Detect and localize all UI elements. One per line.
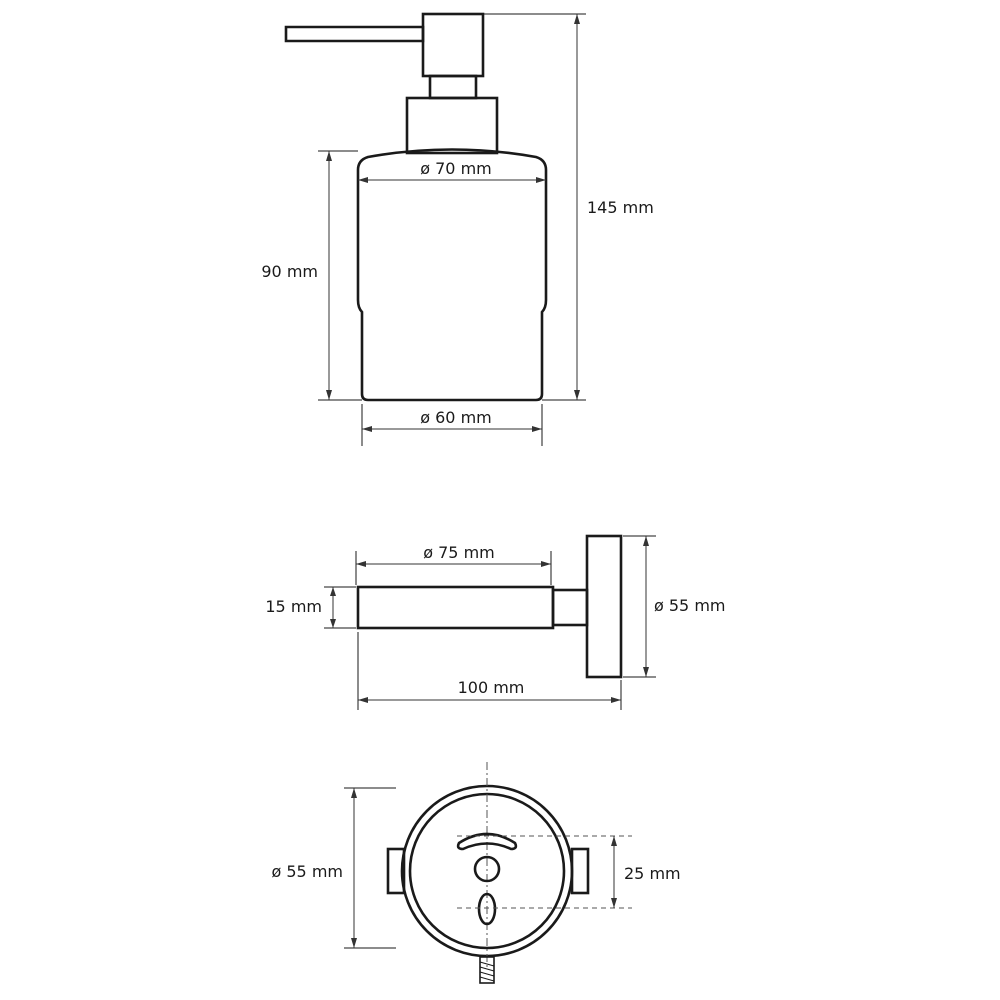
plate-set-screw: [479, 956, 495, 984]
pump-nozzle: [284, 25, 425, 43]
label-bottom-diameter: ø 60 mm: [420, 408, 492, 427]
label-base-diameter: ø 55 mm: [654, 596, 726, 615]
dim-base-diameter: ø 55 mm: [623, 535, 726, 678]
plate-center-hole: [473, 855, 501, 883]
dispenser-view: ø 70 mm 90 mm 145 mm ø 60 mm: [261, 12, 654, 446]
dim-hole-spacing: 25 mm: [611, 836, 681, 908]
glass-body: [356, 148, 548, 402]
pump-collar: [405, 96, 499, 155]
label-ring-diameter: ø 75 mm: [423, 543, 495, 562]
dim-ring-height: 15 mm: [265, 586, 356, 629]
holder-base: [585, 534, 623, 679]
holder-ring: [356, 585, 555, 630]
label-hole-spacing: 25 mm: [624, 864, 681, 883]
label-body-height: 90 mm: [261, 262, 318, 281]
dim-total-height: 145 mm: [483, 13, 654, 401]
pump-head: [421, 12, 485, 78]
label-ring-height: 15 mm: [265, 597, 322, 616]
plate-tab-left: [386, 847, 406, 895]
plate-top-slot: [456, 832, 518, 851]
label-plate-diameter: ø 55 mm: [272, 862, 344, 881]
dim-projection: 100 mm: [357, 632, 622, 710]
plate-bottom-slot: [477, 892, 497, 926]
label-top-diameter: ø 70 mm: [420, 159, 492, 178]
pump-stem: [428, 74, 478, 100]
dim-ring-diameter: ø 75 mm: [355, 543, 552, 585]
label-projection: 100 mm: [458, 678, 525, 697]
dim-plate-diameter: ø 55 mm: [272, 787, 396, 949]
holder-arm: [551, 588, 589, 627]
plate-tab-right: [570, 847, 590, 895]
holder-view: ø 75 mm 15 mm ø 55 mm 100 mm: [265, 534, 726, 710]
dim-body-height: 90 mm: [261, 150, 362, 401]
dim-top-diameter: ø 70 mm: [358, 159, 546, 183]
wall-plate-view: 25 mm ø 55 mm: [272, 762, 681, 984]
label-total-height: 145 mm: [587, 198, 654, 217]
dim-bottom-diameter: ø 60 mm: [361, 404, 543, 446]
